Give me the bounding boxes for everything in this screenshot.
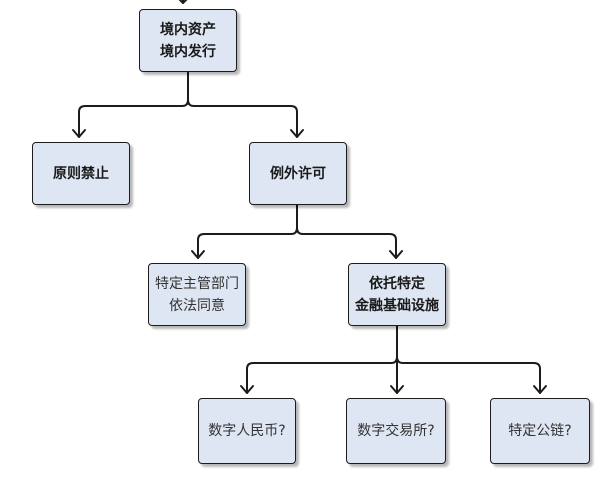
node-financial-infrastructure-line1: 依托特定 — [369, 275, 425, 292]
node-digital-exchange-label: 数字交易所? — [357, 423, 435, 439]
node-specific-public-chain: 特定公链? — [490, 398, 590, 464]
node-financial-infrastructure: 依托特定 金融基础设施 — [348, 263, 446, 326]
connector-root-split — [78, 71, 298, 138]
node-digital-rmb: 数字人民币? — [198, 398, 296, 464]
node-agency-approval-line2: 依法同意 — [169, 297, 225, 314]
node-exception-permit: 例外许可 — [249, 142, 347, 205]
node-domestic-issuance: 境内资产 境内发行 — [139, 9, 237, 72]
arrowhead-agency — [191, 250, 205, 259]
node-digital-rmb-label: 数字人民币? — [208, 423, 286, 439]
connector-top-entry — [178, 0, 188, 4]
node-agency-approval: 特定主管部门 依法同意 — [148, 263, 246, 326]
node-exception-permit-label: 例外许可 — [270, 165, 326, 182]
node-domestic-issuance-line1: 境内资产 — [160, 21, 216, 38]
arrowhead-prohibit — [72, 129, 86, 138]
node-agency-approval-line1: 特定主管部门 — [155, 275, 239, 292]
node-domestic-issuance-line2: 境内发行 — [160, 43, 216, 60]
arrowhead-infra — [389, 250, 403, 259]
arrowhead-exception — [290, 129, 304, 138]
node-digital-exchange: 数字交易所? — [346, 398, 446, 464]
arrowhead-chain — [533, 385, 547, 394]
arrowhead-rmb — [240, 385, 254, 394]
connector-infra-split — [246, 325, 541, 394]
node-specific-public-chain-label: 特定公链? — [508, 423, 572, 439]
node-financial-infrastructure-line2: 金融基础设施 — [355, 297, 439, 314]
connector-exception-split — [197, 204, 397, 259]
node-prohibited: 原则禁止 — [32, 142, 130, 205]
arrowhead-exchange — [390, 385, 404, 394]
node-prohibited-label: 原则禁止 — [53, 165, 109, 182]
